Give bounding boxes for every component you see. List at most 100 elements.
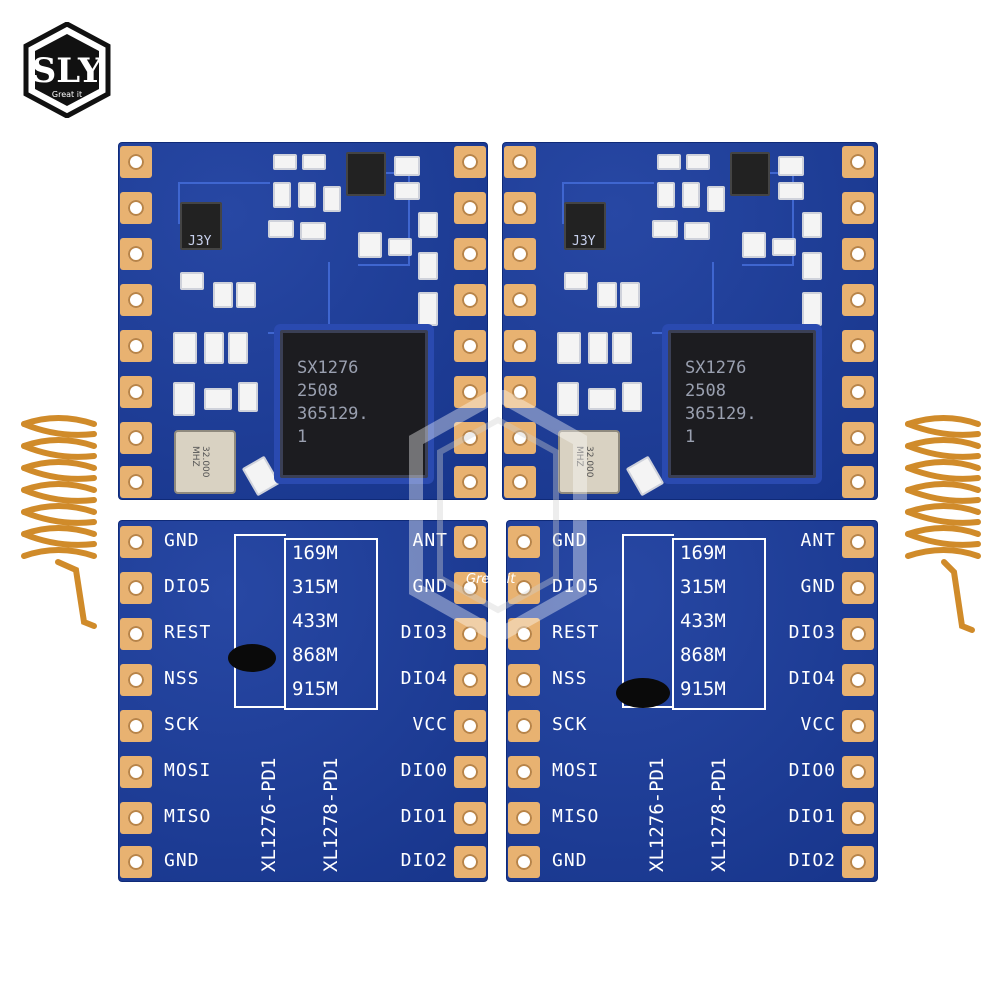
pad <box>120 284 152 316</box>
pin-label-left: NSS <box>164 668 200 689</box>
pad <box>842 376 874 408</box>
regulator-label: J3Y <box>572 234 596 249</box>
pin-label-right: DIO1 <box>400 806 448 827</box>
pin-label-right: ANT <box>800 530 836 551</box>
pad <box>508 846 540 878</box>
part-number-label: XL1278-PD1 <box>708 757 730 872</box>
frequency-label: 915M <box>680 678 726 700</box>
pad <box>454 192 486 224</box>
frequency-label: 169M <box>680 542 726 564</box>
pin-label-left: REST <box>552 622 600 643</box>
pad <box>454 284 486 316</box>
voltage-regulator <box>180 202 222 250</box>
pad <box>454 146 486 178</box>
brand-logo: SLY Great it <box>23 22 111 118</box>
frequency-label: 315M <box>680 576 726 598</box>
pad <box>508 802 540 834</box>
frequency-label: 433M <box>292 610 338 632</box>
pad <box>842 846 874 878</box>
pin-label-right: GND <box>800 576 836 597</box>
crystal-oscillator: 32.000 MHZ <box>558 430 620 494</box>
pin-label-right: DIO0 <box>788 760 836 781</box>
frequency-mark <box>228 644 276 672</box>
part-number-label: XL1276-PD1 <box>258 757 280 872</box>
pad <box>842 466 874 498</box>
pad <box>842 238 874 270</box>
logo-letters: SLY <box>32 51 103 91</box>
pad <box>508 664 540 696</box>
pad <box>454 526 486 558</box>
pad <box>508 572 540 604</box>
lora-module-back-left: GND DIO5 REST NSS SCK MOSI MISO GND ANT … <box>118 520 488 882</box>
pad <box>504 146 536 178</box>
pad <box>842 710 874 742</box>
pin-label-left: DIO5 <box>164 576 212 597</box>
pad <box>454 376 486 408</box>
pad <box>504 376 536 408</box>
pad <box>842 330 874 362</box>
pin-label-left: SCK <box>164 714 200 735</box>
frequency-label: 915M <box>292 678 338 700</box>
pad <box>842 572 874 604</box>
pad <box>454 618 486 650</box>
pin-label-right: GND <box>412 576 448 597</box>
pin-label-left: DIO5 <box>552 576 600 597</box>
pin-label-right: DIO3 <box>788 622 836 643</box>
pad <box>454 846 486 878</box>
pad <box>842 526 874 558</box>
chip-marking: SX1276 2508 365129. 1 <box>685 358 757 447</box>
pin-label-right: DIO3 <box>400 622 448 643</box>
regulator-label: J3Y <box>188 234 212 249</box>
ic-small <box>346 152 386 196</box>
pad <box>120 618 152 650</box>
pin-label-right: VCC <box>800 714 836 735</box>
logo-tagline: Great it <box>52 90 82 99</box>
frequency-label: 169M <box>292 542 338 564</box>
pad <box>842 618 874 650</box>
pad <box>120 422 152 454</box>
pin-label-left: NSS <box>552 668 588 689</box>
part-number-label: XL1276-PD1 <box>646 757 668 872</box>
pad <box>454 802 486 834</box>
frequency-label: 868M <box>292 644 338 666</box>
pad <box>454 710 486 742</box>
pad <box>454 756 486 788</box>
chip-marking: SX1276 2508 365129. 1 <box>297 358 369 447</box>
watermark-tagline: Great it <box>466 572 516 587</box>
frequency-table <box>284 538 378 710</box>
pad <box>120 572 152 604</box>
pad <box>120 756 152 788</box>
frequency-select-box <box>234 534 286 708</box>
pad <box>454 466 486 498</box>
sx1276-chip: SX1276 2508 365129. 1 <box>668 330 816 478</box>
pad <box>508 710 540 742</box>
pin-label-left: MISO <box>552 806 600 827</box>
pad <box>120 802 152 834</box>
part-number-label: XL1278-PD1 <box>320 757 342 872</box>
pad <box>120 526 152 558</box>
lora-module-front-left: J3Y SX1276 2508 365129. 1 32.000 MHZ <box>118 142 488 500</box>
pad <box>454 572 486 604</box>
pad <box>842 802 874 834</box>
pin-label-left: MOSI <box>164 760 212 781</box>
watermark-logo <box>409 390 587 640</box>
pad <box>120 146 152 178</box>
pin-label-right: VCC <box>412 714 448 735</box>
pin-label-right: DIO2 <box>400 850 448 871</box>
pad <box>454 330 486 362</box>
pin-label-left: GND <box>552 530 588 551</box>
pin-label-left: GND <box>552 850 588 871</box>
pad <box>508 618 540 650</box>
pad <box>842 422 874 454</box>
pad <box>504 192 536 224</box>
pad <box>120 664 152 696</box>
pad <box>504 284 536 316</box>
lora-module-front-right: J3Y SX1276 2508 365129. 1 32.000 MHZ <box>502 142 878 500</box>
pad <box>120 330 152 362</box>
pad <box>454 238 486 270</box>
pin-label-left: MOSI <box>552 760 600 781</box>
pin-label-right: DIO4 <box>788 668 836 689</box>
pin-label-left: MISO <box>164 806 212 827</box>
pad <box>504 238 536 270</box>
pin-label-right: DIO1 <box>788 806 836 827</box>
